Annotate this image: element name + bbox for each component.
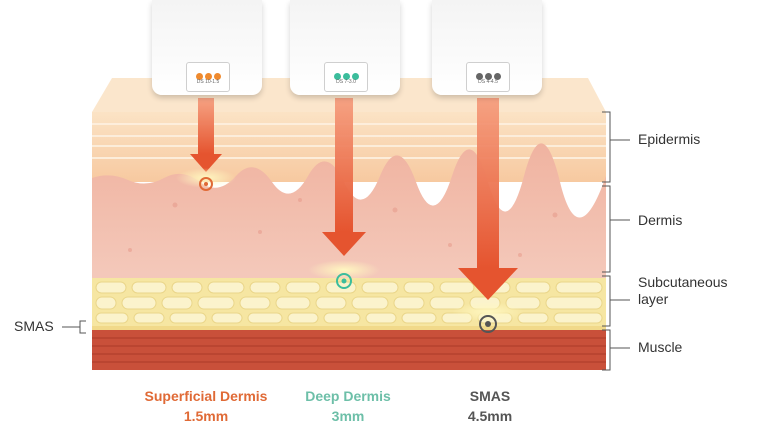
cartridge-smas: DS 4-4.5 bbox=[432, 0, 542, 95]
cartridge-dots bbox=[467, 67, 509, 77]
cartridge-code: DS 4-4.5 bbox=[467, 79, 509, 85]
depth-deep: Deep Dermis 3mm bbox=[278, 386, 418, 426]
depth-name: Superficial Dermis bbox=[126, 386, 286, 406]
layer-brackets bbox=[602, 112, 630, 370]
label-muscle: Muscle bbox=[638, 339, 682, 356]
depth-value: 1.5mm bbox=[126, 406, 286, 426]
cartridge-code: DS 7-3.0 bbox=[325, 79, 367, 85]
label-subcutaneous: Subcutaneous layer bbox=[638, 274, 728, 308]
depth-superficial: Superficial Dermis 1.5mm bbox=[126, 386, 286, 426]
label-smas: SMAS bbox=[14, 318, 54, 335]
depth-smas: SMAS 4.5mm bbox=[430, 386, 550, 426]
cartridge-deep: DS 7-3.0 bbox=[290, 0, 400, 95]
glow-deep bbox=[308, 260, 380, 280]
label-epidermis: Epidermis bbox=[638, 131, 700, 148]
depth-name: SMAS bbox=[430, 386, 550, 406]
cartridge-label: DS 4-4.5 bbox=[466, 62, 510, 92]
smas-pointer bbox=[62, 321, 86, 333]
depth-name: Deep Dermis bbox=[278, 386, 418, 406]
glow-smas bbox=[452, 302, 524, 322]
depth-value: 4.5mm bbox=[430, 406, 550, 426]
cartridge-dots bbox=[187, 67, 229, 77]
cartridge-superficial: DS 10-1.5 bbox=[152, 0, 262, 95]
cartridge-label: DS 7-3.0 bbox=[324, 62, 368, 92]
smas-band bbox=[92, 326, 606, 330]
cartridge-label: DS 10-1.5 bbox=[186, 62, 230, 92]
cartridge-dots bbox=[325, 67, 367, 77]
label-dermis: Dermis bbox=[638, 212, 682, 229]
muscle-layer bbox=[92, 330, 606, 370]
cartridge-code: DS 10-1.5 bbox=[187, 79, 229, 85]
depth-value: 3mm bbox=[278, 406, 418, 426]
